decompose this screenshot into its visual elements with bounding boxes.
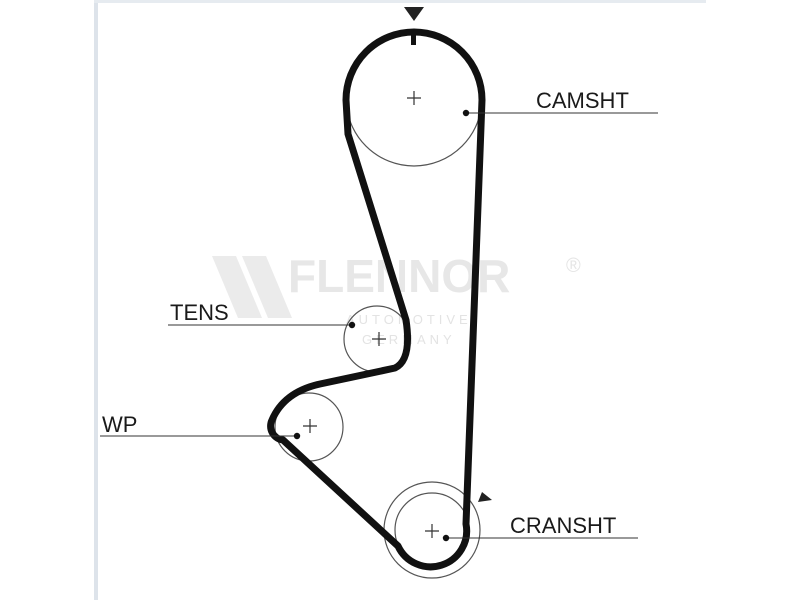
page-left-border	[94, 0, 98, 600]
crankshaft-label: CRANSHT	[510, 513, 616, 538]
timing-belt	[267, 28, 486, 571]
camshaft-center-icon	[407, 91, 421, 105]
camshaft-timing-mark-icon	[404, 7, 424, 21]
water-pump-label: WP	[102, 412, 137, 437]
tensioner-label: TENS	[170, 300, 229, 325]
water-pump-leader-dot	[293, 432, 301, 440]
watermark-logo-mark	[212, 256, 292, 318]
watermark-registered-mark: ®	[566, 255, 581, 277]
tensioner-center-icon	[372, 332, 386, 346]
camshaft-leader-dot	[462, 109, 470, 117]
page-top-border	[94, 0, 706, 3]
camshaft-timing-notch	[411, 32, 416, 45]
camshaft-label: CAMSHT	[536, 88, 629, 113]
tensioner-leader-dot	[348, 321, 356, 329]
crankshaft-center-icon	[425, 524, 439, 538]
crankshaft-timing-mark-icon	[478, 492, 492, 502]
crankshaft-leader-dot	[442, 534, 450, 542]
water-pump-center-icon	[303, 419, 317, 433]
